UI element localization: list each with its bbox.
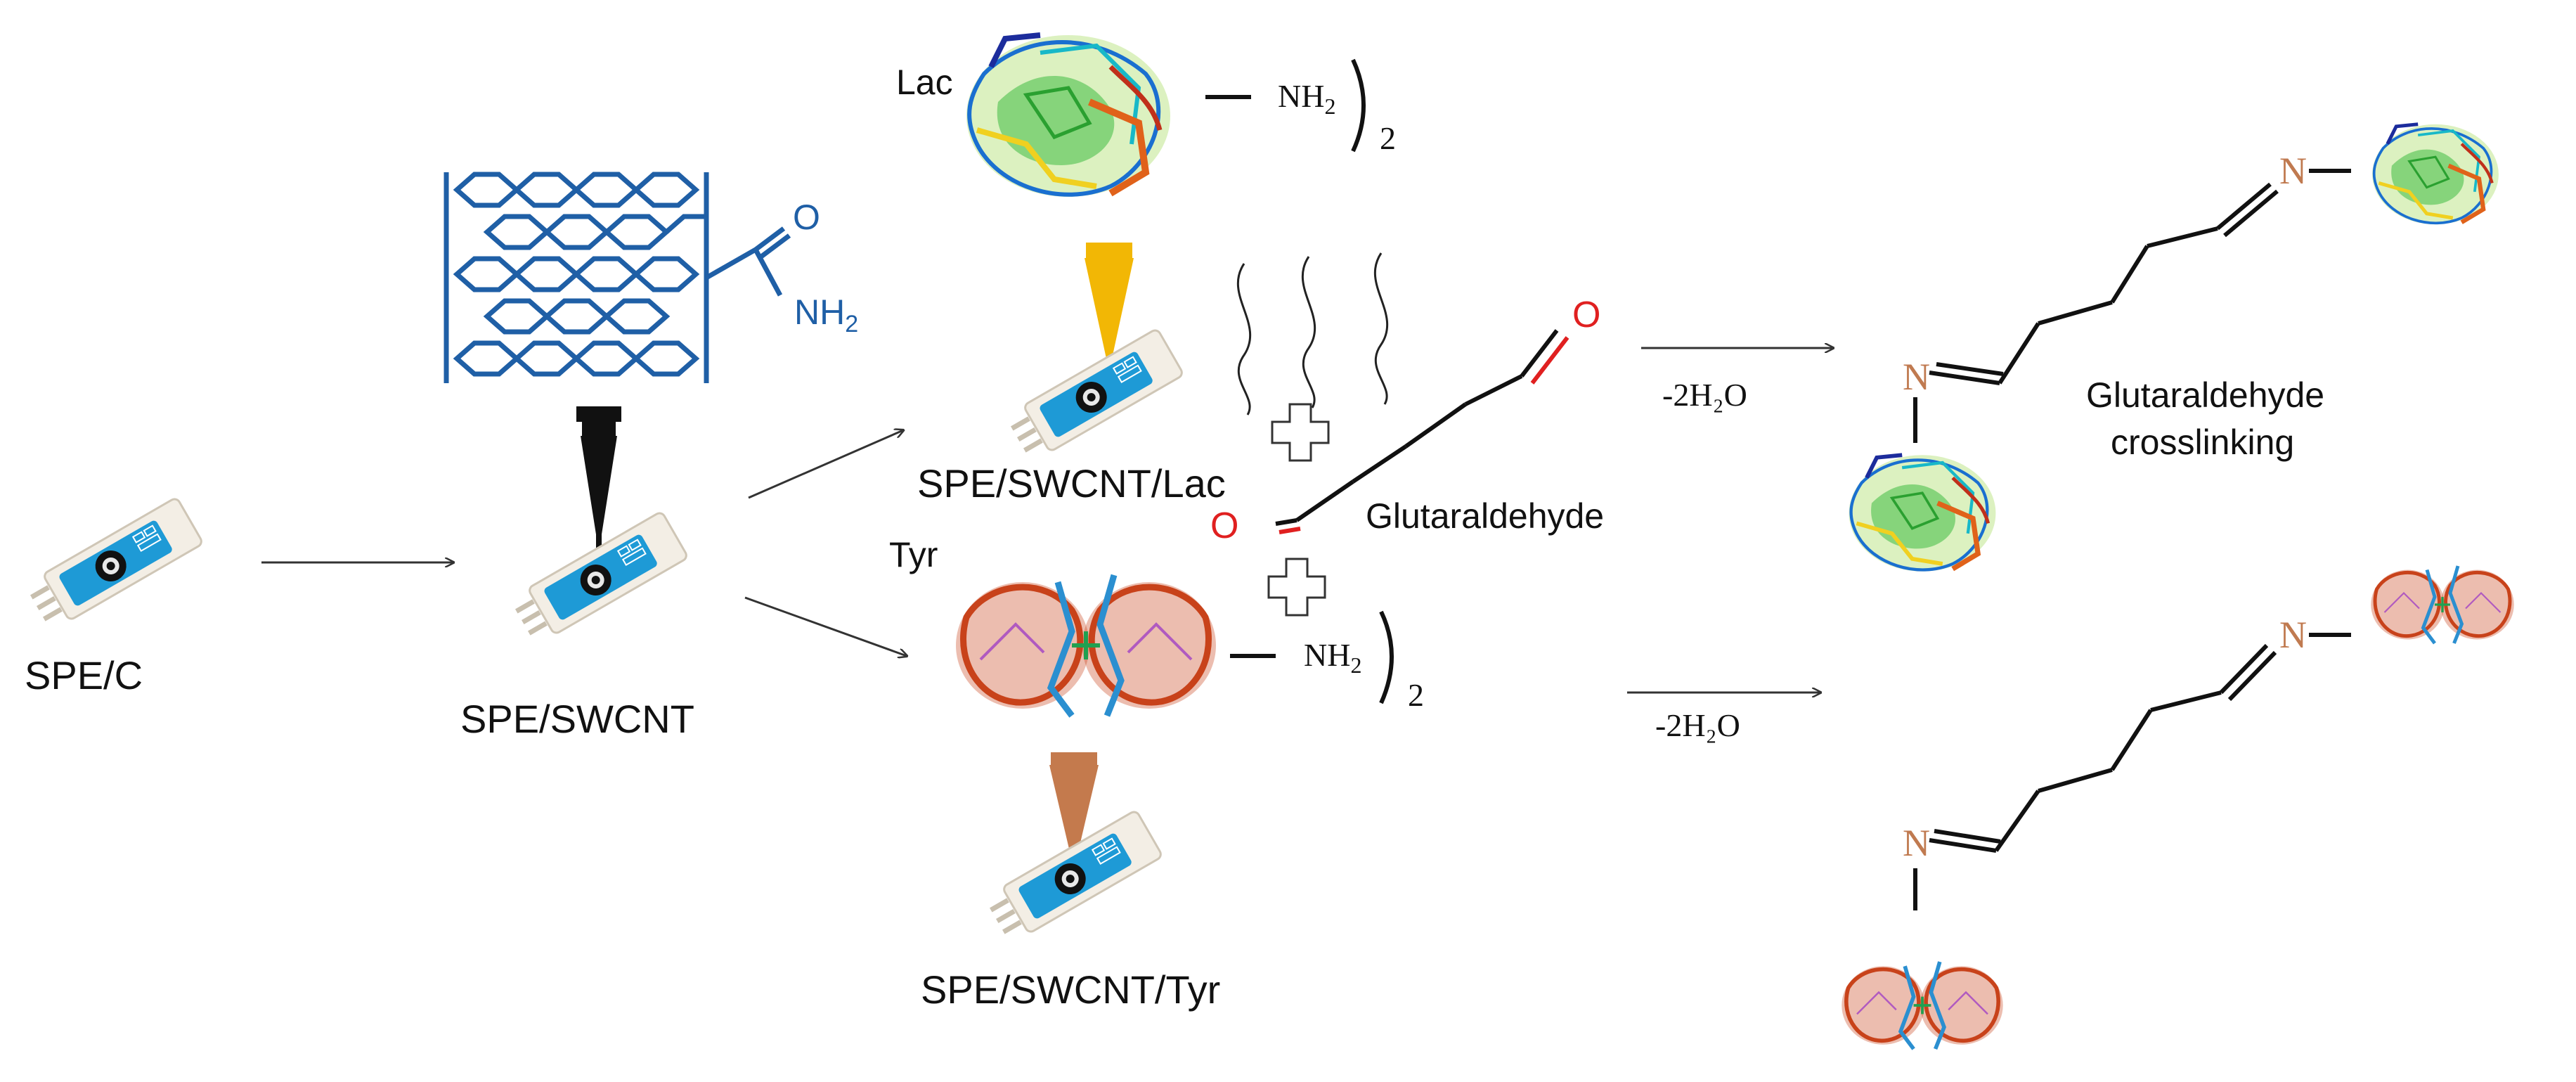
tyr-product-n-left: N: [1903, 822, 1930, 864]
tyrosinase-product-left-icon: [1842, 962, 2002, 1049]
lac-product-n-left: N: [1903, 356, 1930, 398]
amide-nh2-label: NH2: [794, 292, 859, 337]
tyr-bracket: [1379, 610, 1394, 704]
electrode-spe-swcnt-lac: [1005, 328, 1184, 463]
glutaraldehyde-oxygen-bottom: O: [1210, 505, 1239, 546]
lac-bracket: [1351, 58, 1366, 153]
glutaraldehyde-oxygen-top: O: [1572, 295, 1601, 335]
lac-crosslink-product: [1913, 169, 2351, 443]
lac-stoich-label: 2: [1380, 120, 1396, 156]
label-spe-c: SPE/C: [25, 653, 143, 697]
arrow-to-tyr: [744, 596, 907, 656]
label-lac: Lac: [896, 63, 953, 102]
laccase-enzyme-icon: [966, 35, 1170, 197]
label-minus-water-bottom: -2H₂O: [1655, 707, 1740, 743]
label-spe-swcnt-lac: SPE/SWCNT/Lac: [917, 461, 1226, 505]
laccase-product-left-icon: [1849, 455, 1996, 572]
glutaraldehyde-structure: [1275, 329, 1569, 534]
tyr-product-n-right: N: [2279, 614, 2307, 656]
tyr-nh2-label: NH2: [1304, 637, 1362, 678]
label-minus-water-top: -2H₂O: [1662, 377, 1747, 413]
tyrosinase-enzyme-icon: [956, 575, 1216, 716]
label-crosslinking-line2: crosslinking: [2111, 423, 2295, 462]
pipette-swcnt-icon: [576, 406, 621, 555]
arrow-to-lac: [748, 430, 903, 499]
laccase-product-right-icon: [2372, 124, 2499, 225]
amide-oxygen-label: O: [793, 198, 820, 237]
lac-nh2-label: NH2: [1278, 78, 1336, 120]
label-glutaraldehyde: Glutaraldehyde: [1366, 496, 1605, 536]
label-crosslinking-line1: Glutaraldehyde: [2086, 375, 2325, 415]
label-spe-swcnt: SPE/SWCNT: [460, 697, 694, 741]
lac-product-n-right: N: [2279, 150, 2307, 192]
tyr-crosslink-product: [1913, 633, 2351, 910]
label-tyr: Tyr: [889, 535, 938, 574]
plus-icon: [1271, 403, 1330, 462]
tyr-stoich-label: 2: [1408, 677, 1424, 713]
label-spe-swcnt-tyr: SPE/SWCNT/Tyr: [921, 967, 1221, 1012]
tyrosinase-product-right-icon: [2371, 566, 2514, 643]
electrode-spe-c: [25, 497, 204, 631]
swcnt-nanotube-icon: [444, 172, 791, 383]
vapor-lines-icon: [1236, 252, 1389, 416]
plus-icon-2: [1267, 558, 1326, 617]
